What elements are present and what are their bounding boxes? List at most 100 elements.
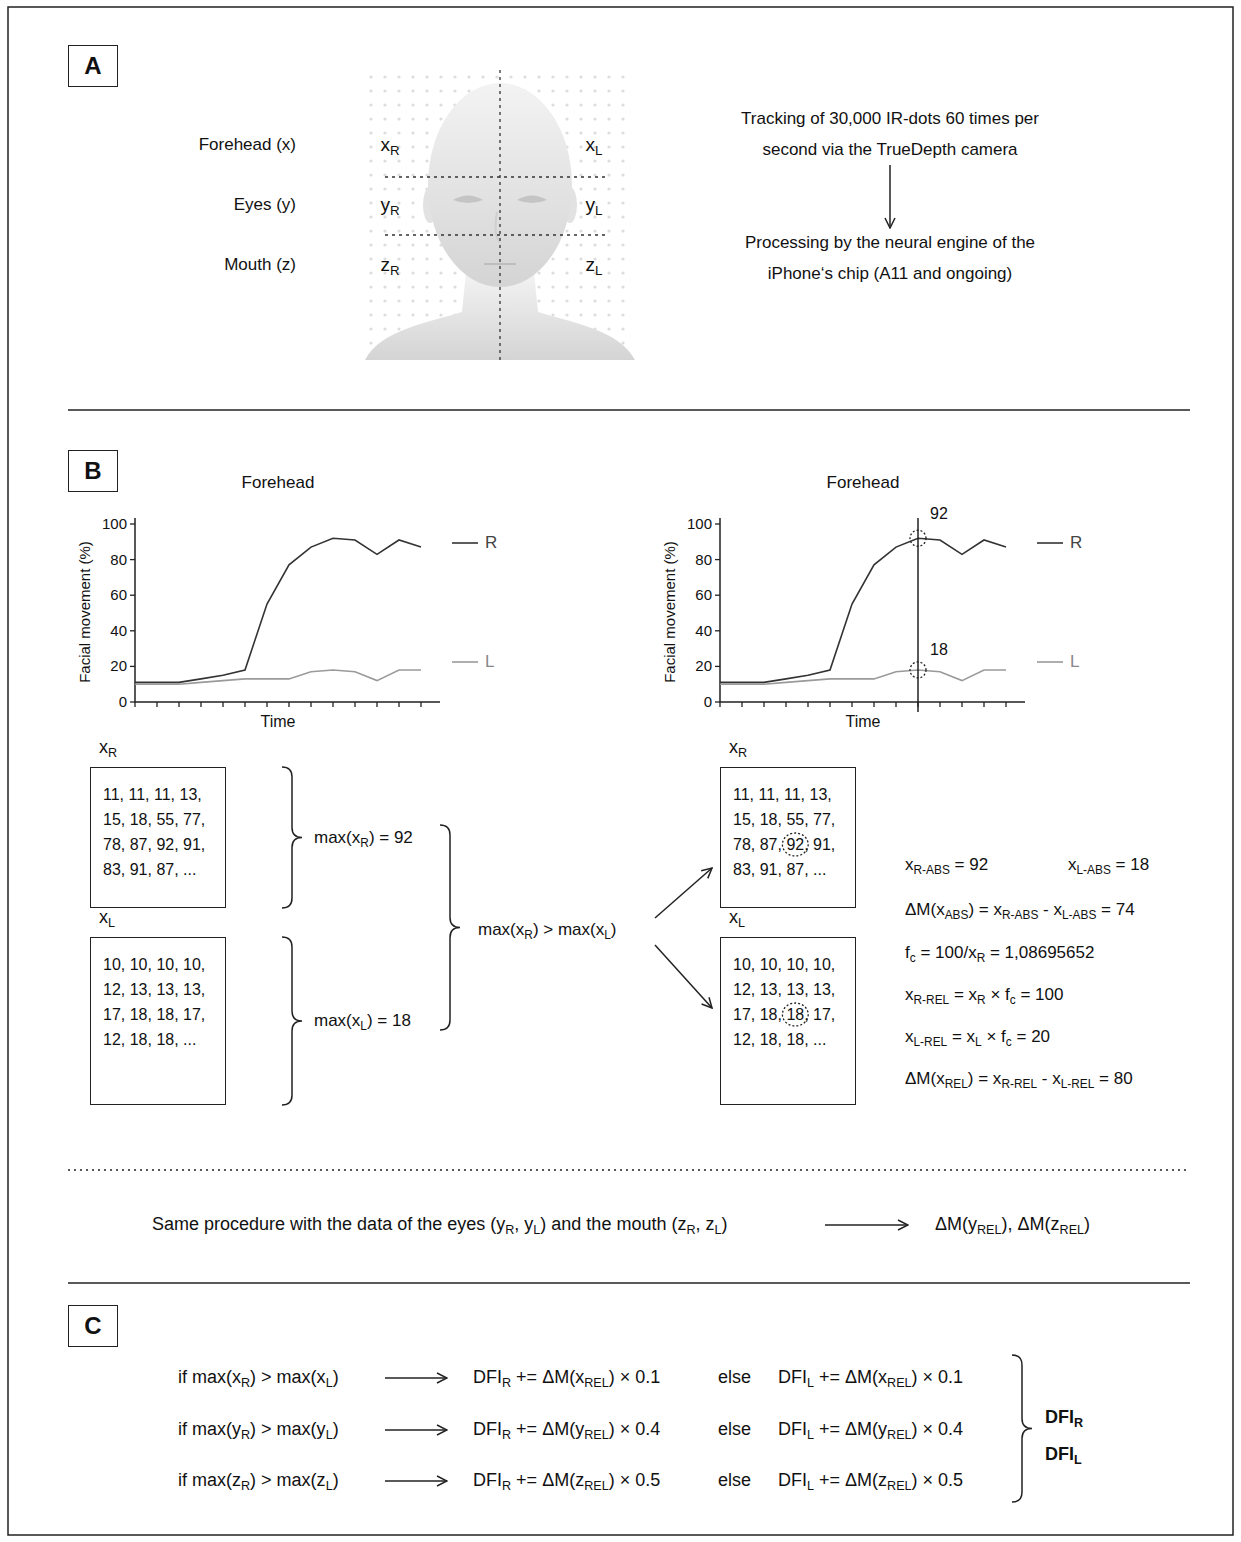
arrow [385, 1429, 447, 1431]
subscript: R [505, 1223, 514, 1237]
data-list-box: xL10, 10, 10, 10, 12, 13, 13, 13, 17, 18… [90, 937, 226, 1105]
axis-tick [983, 702, 984, 707]
subscript: L [807, 1376, 814, 1390]
axis-tick [376, 702, 377, 707]
value-list: 10, 10, 10, 10, 12, 13, 13, 13, 17, 18, … [733, 952, 843, 1052]
figure-border [8, 7, 1233, 1535]
label: 60 [695, 586, 712, 604]
subscript: L [807, 1428, 814, 1442]
list-heading: xL [99, 907, 115, 929]
subscript: R [502, 1376, 511, 1390]
label: DFIR += ΔM(xREL) × 0.1 [473, 1367, 660, 1389]
arrow [889, 165, 891, 228]
subscript: c [1010, 993, 1016, 1007]
axis-tick [715, 523, 720, 524]
label: zL [586, 254, 603, 277]
panel-letter-box: A [68, 45, 118, 87]
subscript: R [360, 836, 369, 850]
label: Forehead (x) [199, 135, 296, 155]
subscript: R [390, 143, 400, 158]
axis-tick [895, 702, 896, 707]
subscript: R [390, 263, 400, 278]
axis-tick [939, 702, 940, 707]
label: if max(zR) > max(zL) [178, 1470, 339, 1492]
label: Same procedure with the data of the eyes… [152, 1214, 728, 1236]
data-list-box: xL10, 10, 10, 10, 12, 13, 13, 13, 17, 18… [720, 937, 856, 1105]
panel-letter: C [84, 1314, 101, 1338]
label: 40 [695, 622, 712, 640]
label: xR-REL = xR × fc = 100 [905, 985, 1063, 1005]
label: ΔM(yREL), ΔM(zREL) [935, 1214, 1090, 1236]
axis-tick [130, 523, 135, 524]
subscript: REL [887, 1428, 912, 1442]
label: ΔM(xABS) = xR-ABS - xL-ABS = 74 [905, 900, 1135, 920]
label: xL [586, 134, 603, 157]
label: Eyes (y) [234, 195, 296, 215]
face-illustration [360, 68, 635, 360]
subscript: R [241, 1428, 250, 1442]
label: 100 [102, 515, 127, 533]
value-list: 11, 11, 11, 13, 15, 18, 55, 77, 78, 87, … [103, 782, 213, 882]
subscript: L [604, 928, 611, 942]
panel-letter: A [84, 54, 101, 78]
label: 92 [930, 504, 948, 523]
arrow [655, 868, 712, 918]
label: 80 [695, 551, 712, 569]
list-heading: xR [99, 737, 117, 759]
curly-brace [282, 937, 302, 1105]
label: xR [380, 134, 399, 157]
axis-tick [130, 630, 135, 631]
label: DFIL [1045, 1444, 1082, 1466]
data-list-box: xR11, 11, 11, 13, 15, 18, 55, 77, 78, 87… [90, 767, 226, 908]
legend-line-sample [452, 542, 478, 544]
label: 60 [110, 586, 127, 604]
axis-tick [222, 702, 223, 707]
data-list-box: xR11, 11, 11, 13, 15, 18, 55, 77, 78, 87… [720, 767, 856, 908]
axis-tick [200, 702, 201, 707]
axis-tick [1005, 702, 1006, 707]
axis-tick [807, 702, 808, 707]
subscript: R [241, 1479, 250, 1493]
legend-line-sample [452, 661, 478, 663]
arrow [825, 1224, 908, 1226]
subscript: R [1074, 1416, 1083, 1430]
subscript: L-REL [914, 1035, 948, 1049]
subscript: L [807, 1479, 814, 1493]
label: Forehead [827, 473, 900, 493]
axis-title: Facial movement (%) [76, 541, 94, 683]
subscript: R [502, 1479, 511, 1493]
axis-tick [763, 702, 764, 707]
axis-tick [719, 702, 720, 707]
subscript: R-ABS [1002, 908, 1038, 922]
axis-tick [266, 702, 267, 707]
label: Forehead [242, 473, 315, 493]
legend-label: R [485, 533, 497, 553]
axis-tick [961, 702, 962, 707]
nose [496, 212, 500, 242]
subscript: L [360, 1019, 367, 1033]
axis-tick [785, 702, 786, 707]
maximum-marker-line [917, 518, 919, 712]
subscript: R [686, 1223, 695, 1237]
subscript: L [975, 1035, 982, 1049]
label: DFIR [1045, 1407, 1083, 1429]
subscript: L [1074, 1453, 1082, 1467]
label: xR-ABS = 92 [905, 855, 988, 875]
label: 40 [110, 622, 127, 640]
subscript: R-REL [1001, 1077, 1037, 1091]
axis-tick [332, 702, 333, 707]
subscript: L-ABS [1077, 863, 1111, 877]
subscript: R [977, 993, 986, 1007]
label: if max(xR) > max(xL) [178, 1367, 339, 1389]
right-side-curve [135, 538, 421, 682]
label: else [718, 1367, 751, 1389]
axis-tick [130, 701, 135, 702]
panel-letter: B [84, 459, 101, 483]
eye [517, 196, 547, 204]
subscript: REL [945, 1077, 968, 1091]
subscript: R [977, 951, 986, 965]
midline [499, 70, 500, 360]
curly-brace [282, 767, 302, 908]
value-list: 10, 10, 10, 10, 12, 13, 13, 13, 17, 18, … [103, 952, 213, 1052]
